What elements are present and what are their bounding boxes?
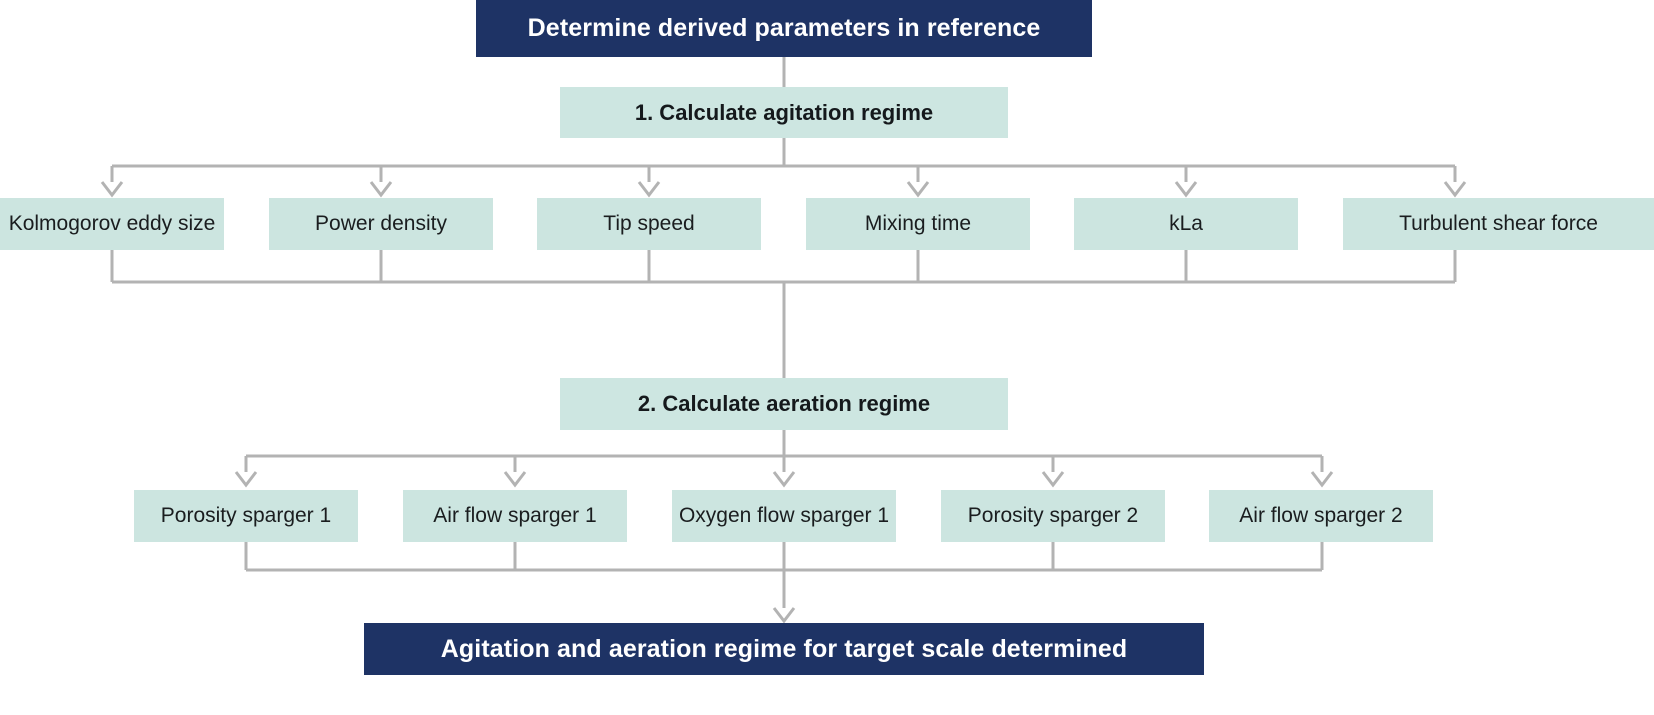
param-node-turbulent-shear-force: Turbulent shear force [1343, 198, 1654, 250]
param-node-label: Tip speed [603, 211, 695, 235]
terminal-end-label: Agitation and aeration regime for target… [440, 634, 1128, 663]
param-node-label: Turbulent shear force [1399, 211, 1598, 235]
param-node-kolmogorov-eddy-size: Kolmogorov eddy size [0, 198, 224, 250]
param-node-porosity-sparger-2: Porosity sparger 2 [941, 490, 1165, 542]
param-node-power-density: Power density [269, 198, 493, 250]
param-node-label: Air flow sparger 2 [1239, 503, 1403, 527]
param-node-oxygen-flow-sparger-1: Oxygen flow sparger 1 [672, 490, 896, 542]
param-node-label: Mixing time [864, 211, 972, 235]
param-node-kla: kLa [1074, 198, 1298, 250]
stage-2-label: 2. Calculate aeration regime [637, 391, 931, 417]
terminal-end-box: Agitation and aeration regime for target… [364, 623, 1204, 675]
param-node-tip-speed: Tip speed [537, 198, 761, 250]
stage-2-box: 2. Calculate aeration regime [560, 378, 1008, 430]
param-node-mixing-time: Mixing time [806, 198, 1030, 250]
param-node-label: Kolmogorov eddy size [8, 211, 216, 235]
param-node-porosity-sparger-1: Porosity sparger 1 [134, 490, 358, 542]
stage-1-box: 1. Calculate agitation regime [560, 87, 1008, 138]
param-node-label: Porosity sparger 2 [967, 503, 1139, 527]
terminal-start-label: Determine derived parameters in referenc… [527, 14, 1041, 43]
param-node-air-flow-sparger-1: Air flow sparger 1 [403, 490, 627, 542]
stage-1-label: 1. Calculate agitation regime [634, 99, 934, 125]
terminal-start-box: Determine derived parameters in referenc… [476, 0, 1092, 57]
param-node-label: Power density [315, 211, 447, 235]
param-node-label: Porosity sparger 1 [160, 503, 332, 527]
param-node-label: kLa [1169, 211, 1203, 235]
param-node-label: Air flow sparger 1 [433, 503, 597, 527]
param-node-label: Oxygen flow sparger 1 [678, 503, 890, 527]
param-node-air-flow-sparger-2: Air flow sparger 2 [1209, 490, 1433, 542]
